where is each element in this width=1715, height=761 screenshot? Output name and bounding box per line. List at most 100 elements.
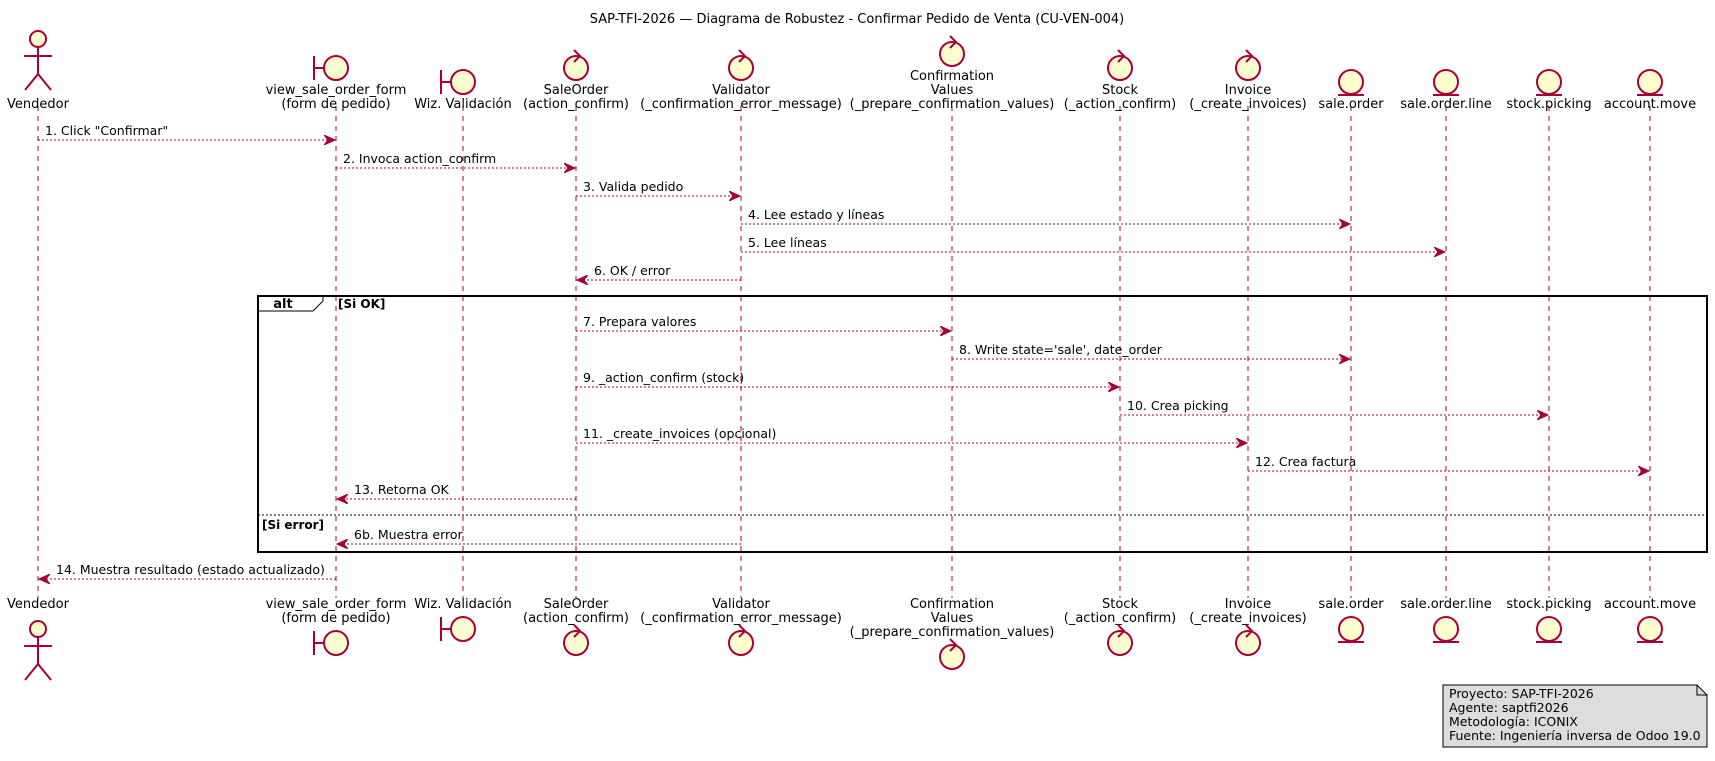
- participant-validator-bottom: Validator(_confirmation_error_message): [640, 597, 842, 656]
- participant-label: stock.picking: [1506, 597, 1591, 612]
- participant-label: (form de pedido): [281, 611, 390, 626]
- participant-label: Wiz. Validación: [414, 597, 512, 612]
- alt-tab: [258, 296, 324, 312]
- participant-label: Invoice: [1225, 83, 1271, 98]
- message-8: 8. Write state='sale', date_order: [952, 342, 1350, 359]
- participant-label: Invoice: [1225, 597, 1271, 612]
- participant-view_form: view_sale_order_form(form de pedido): [266, 55, 406, 112]
- control-icon: [1235, 55, 1261, 81]
- message-15: 14. Muestra resultado (estado actualizad…: [39, 562, 336, 579]
- participant-label: Values: [931, 83, 974, 98]
- entity-icon: [1338, 69, 1364, 95]
- boundary-icon: [450, 69, 476, 95]
- message-label: 14. Muestra resultado (estado actualizad…: [56, 562, 325, 577]
- message-label: 5. Lee líneas: [748, 235, 827, 250]
- participant-label: Stock: [1102, 597, 1138, 612]
- control-icon: [939, 644, 965, 670]
- message-label: 13. Retorna OK: [354, 482, 450, 497]
- participant-label: Vendedor: [7, 97, 70, 112]
- participant-label: (_confirmation_error_message): [640, 611, 842, 626]
- participant-account_move: account.move: [1604, 69, 1696, 112]
- participant-label: (_action_confirm): [1064, 611, 1176, 626]
- participant-vendedor: Vendedor: [7, 30, 70, 112]
- alt-guard-error: [Si error]: [262, 518, 324, 532]
- participant-sale_order_line: sale.order.line: [1400, 69, 1492, 112]
- message-7: 7. Prepara valores: [576, 314, 951, 331]
- participant-label: sale.order.line: [1400, 97, 1492, 112]
- participant-label: (action_confirm): [523, 611, 629, 626]
- diagram-title: SAP-TFI-2026 — Diagrama de Robustez - Co…: [590, 12, 1125, 27]
- note-line: Fuente: Ingeniería inversa de Odoo 19.0: [1449, 728, 1701, 743]
- message-6: 6. OK / error: [577, 263, 741, 280]
- alt-operator: alt: [273, 297, 292, 312]
- message-13: 13. Retorna OK: [337, 482, 576, 499]
- participant-stock_picking-bottom: stock.picking: [1506, 597, 1592, 643]
- control-icon: [728, 630, 754, 656]
- alt-fragment: alt[Si OK][Si error]: [257, 295, 1708, 553]
- message-label: 2. Invoca action_confirm: [343, 151, 496, 166]
- participant-label: (_confirmation_error_message): [640, 97, 842, 112]
- message-label: 12. Crea factura: [1255, 454, 1356, 469]
- actor-leg: [24, 663, 39, 681]
- participant-account_move-bottom: account.move: [1604, 597, 1696, 643]
- boundary-icon: [323, 55, 349, 81]
- message-2: 2. Invoca action_confirm: [336, 151, 575, 168]
- actor-icon: [29, 620, 47, 638]
- control-icon-arrow: [738, 624, 747, 638]
- control-icon: [1107, 55, 1133, 81]
- message-label: 6. OK / error: [594, 263, 671, 278]
- participant-label: SaleOrder: [544, 83, 609, 98]
- message-label: 1. Click "Confirmar": [45, 123, 168, 138]
- control-icon-arrow: [1117, 624, 1126, 638]
- control-icon: [728, 55, 754, 81]
- lifelines: [37, 106, 1651, 598]
- participant-label: (_create_invoices): [1189, 97, 1306, 112]
- entity-icon: [1536, 69, 1562, 95]
- control-icon-arrow: [949, 35, 958, 49]
- message-14: 6b. Muestra error: [337, 527, 741, 544]
- participant-stock-bottom: Stock(_action_confirm): [1064, 597, 1176, 656]
- participant-label: Stock: [1102, 83, 1138, 98]
- participant-validator: Validator(_confirmation_error_message): [640, 49, 842, 112]
- participant-view_form-bottom: view_sale_order_form(form de pedido): [266, 597, 406, 656]
- participant-stock_picking: stock.picking: [1506, 69, 1592, 112]
- actor-leg: [37, 73, 52, 91]
- message-label: 3. Valida pedido: [583, 179, 683, 194]
- message-label: 11. _create_invoices (opcional): [583, 426, 776, 441]
- control-icon-arrow: [1245, 624, 1254, 638]
- control-icon-arrow: [573, 624, 582, 638]
- participant-sale_order_line-bottom: sale.order.line: [1400, 597, 1492, 643]
- message-10: 10. Crea picking: [1120, 398, 1548, 415]
- message-12: 12. Crea factura: [1248, 454, 1649, 471]
- control-icon: [563, 55, 589, 81]
- participant-label: SaleOrder: [544, 597, 609, 612]
- actor-leg: [37, 663, 52, 681]
- participant-heads-bottom: Vendedor view_sale_order_form(form de ped…: [7, 597, 1696, 681]
- control-icon: [563, 630, 589, 656]
- participant-saleorder-bottom: SaleOrder(action_confirm): [523, 597, 629, 656]
- message-4: 4. Lee estado y líneas: [741, 207, 1350, 224]
- entity-icon: [1433, 69, 1459, 95]
- participant-label: Confirmation: [910, 597, 994, 612]
- participant-label: Vendedor: [7, 597, 70, 612]
- message-label: 10. Crea picking: [1127, 398, 1229, 413]
- message-1: 1. Click "Confirmar": [38, 123, 335, 140]
- participant-label: Values: [931, 611, 974, 626]
- control-icon: [1235, 630, 1261, 656]
- participant-heads-top: Vendedor view_sale_order_form(form de ped…: [7, 30, 1696, 112]
- control-icon-arrow: [1117, 49, 1126, 63]
- control-icon-arrow: [738, 49, 747, 63]
- entity-icon: [1536, 616, 1562, 642]
- participant-label: sale.order: [1318, 97, 1384, 112]
- participant-label: (_prepare_confirmation_values): [850, 625, 1055, 640]
- participant-label: (form de pedido): [281, 97, 390, 112]
- message-label: 4. Lee estado y líneas: [748, 207, 884, 222]
- participant-wiz-bottom: Wiz. Validación: [414, 597, 512, 642]
- participant-invoice-bottom: Invoice(_create_invoices): [1189, 597, 1307, 656]
- control-icon: [1107, 630, 1133, 656]
- participant-label: (_create_invoices): [1189, 611, 1306, 626]
- participant-label: (_action_confirm): [1064, 97, 1176, 112]
- note-line: Proyecto: SAP-TFI-2026: [1449, 686, 1594, 701]
